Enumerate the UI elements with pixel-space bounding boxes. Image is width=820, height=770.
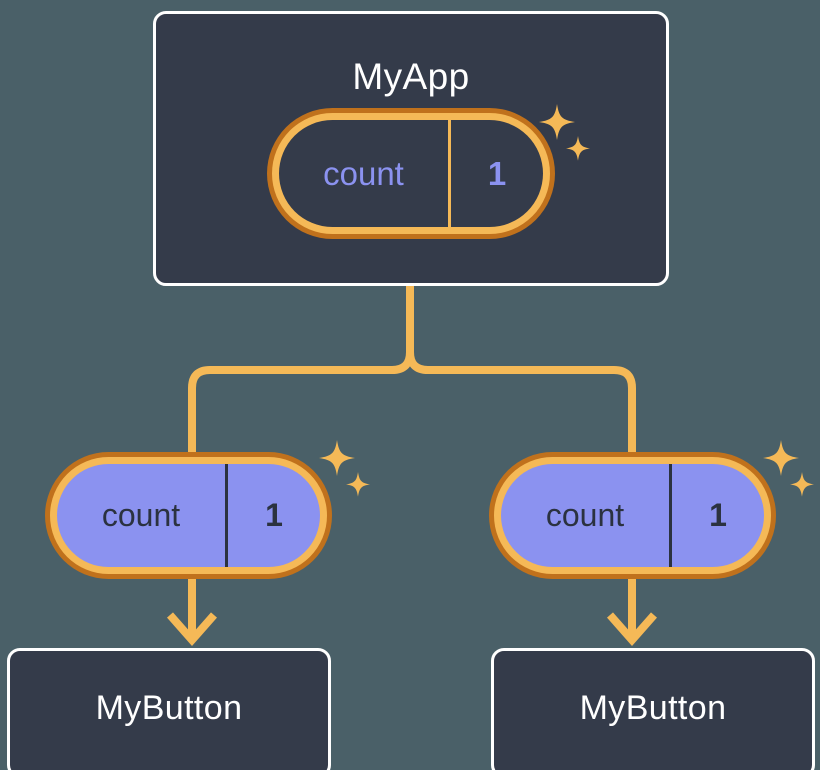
state-value-label: 1	[448, 120, 543, 227]
component-label-mybutton: MyButton	[579, 689, 727, 727]
arrow-head-right	[606, 612, 658, 647]
state-pill-myapp[interactable]: count 1	[267, 108, 555, 239]
state-key-label: count	[323, 154, 404, 192]
component-node-mybutton-left[interactable]: MyButton	[7, 648, 331, 770]
connector-myapp-to-left-child	[188, 286, 414, 470]
state-pill-body: count 1	[279, 120, 543, 227]
connector-myapp-to-right-child	[406, 286, 636, 470]
state-pill-body: count 1	[57, 464, 320, 567]
state-value-label: 1	[669, 464, 764, 567]
state-key-label: count	[101, 497, 181, 533]
component-label-mybutton: MyButton	[95, 689, 243, 727]
state-pill-ring-inner: count 1	[272, 113, 550, 234]
state-pill-ring-inner: count 1	[494, 457, 771, 574]
state-pill-child-right[interactable]: count 1	[489, 452, 776, 579]
arrow-head-left	[166, 612, 218, 647]
state-pill-body: count 1	[501, 464, 764, 567]
state-value-label: 1	[225, 464, 320, 567]
component-node-mybutton-right[interactable]: MyButton	[491, 648, 815, 770]
state-pill-ring-inner: count 1	[50, 457, 327, 574]
state-pill-child-left[interactable]: count 1	[45, 452, 332, 579]
state-key-label: count	[545, 497, 625, 533]
component-label-myapp: MyApp	[352, 56, 470, 97]
